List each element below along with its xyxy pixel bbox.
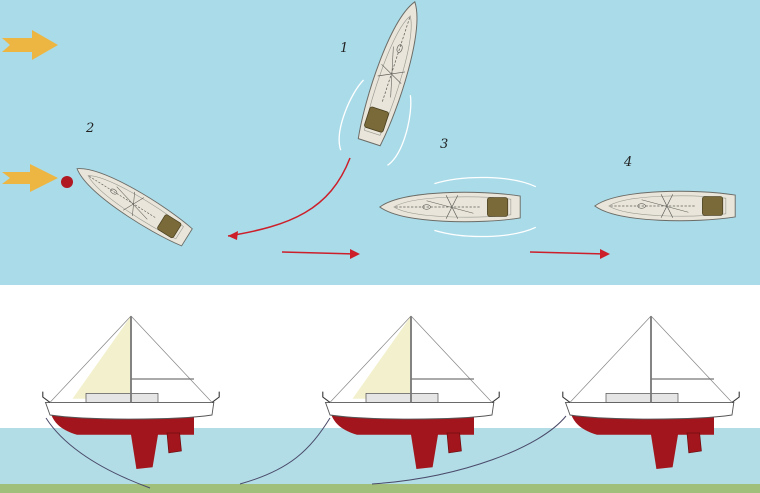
- path-arrow-curve: [227, 157, 351, 240]
- wind-arrow-icon: [2, 30, 58, 60]
- mooring-buoy-icon: [61, 176, 73, 188]
- seabed: [0, 484, 760, 493]
- mooring-line-3: [371, 415, 567, 485]
- water-side-view: [0, 428, 760, 493]
- step-label-3: 3: [440, 137, 448, 152]
- step-label-1: 1: [340, 41, 348, 56]
- step-label-2: 2: [85, 121, 94, 136]
- path-arrow-straight-1: [281, 249, 360, 259]
- boat-step-3-top: [379, 176, 537, 238]
- path-arrow-straight-2: [529, 249, 610, 259]
- mooring-line-1: [45, 417, 151, 489]
- boat-side-2: [321, 315, 501, 470]
- mooring-line-2: [239, 417, 331, 485]
- wind-arrow-icon: [2, 164, 58, 192]
- boat-side-1: [41, 315, 221, 470]
- step-label-4: 4: [623, 155, 632, 170]
- boat-step-1-top: [338, 0, 431, 166]
